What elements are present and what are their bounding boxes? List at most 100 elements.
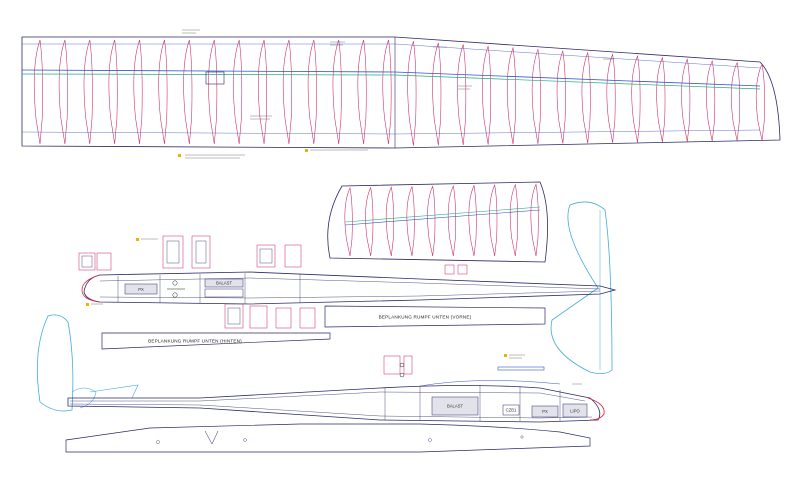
wing-rib	[482, 46, 492, 145]
bulkhead-part	[162, 235, 184, 269]
main-wing-trailing-band	[21, 129, 761, 135]
wing-rib	[706, 60, 716, 142]
fuselage-top-outline	[83, 271, 617, 305]
note-marker-icon	[504, 354, 507, 357]
tail-spar-blue	[344, 209, 541, 226]
silhouette-outline	[65, 423, 591, 453]
sheeting-vorne-outline	[324, 305, 546, 328]
left-fin-root	[71, 387, 97, 409]
main-wing-panel	[21, 29, 781, 159]
left-fin-outline	[36, 314, 74, 412]
wing-rib	[357, 39, 367, 145]
px-label-rear: PX	[542, 409, 548, 414]
note-scribbles-lower	[91, 238, 582, 385]
joiner-strip	[497, 366, 545, 371]
balast-box-bottom	[431, 396, 479, 416]
main-wing-leading-band	[22, 43, 761, 69]
canopy-line	[419, 380, 561, 387]
fuselage-side-formers	[384, 385, 561, 421]
wing-rib	[457, 44, 467, 146]
note-scribbles	[182, 29, 614, 159]
fuselage-side-nose	[587, 397, 605, 421]
czb1-box	[502, 404, 520, 416]
wing-rib	[133, 39, 143, 145]
wing-rib	[332, 39, 342, 145]
vertical-fin	[550, 201, 613, 374]
bulkhead-part	[96, 252, 112, 271]
sheeting-hinten: BEPLANKUNG RUMPF UNTEN (HINTEN)	[101, 332, 331, 350]
wing-rib	[307, 39, 317, 145]
bulkhead-part	[403, 355, 413, 375]
balast-label-bottom: BALAST	[447, 404, 464, 409]
wing-rib	[83, 39, 93, 145]
px-box-rear	[531, 405, 559, 418]
px-label-front: PX	[138, 287, 144, 292]
sheeting-hinten-outline	[101, 332, 331, 350]
note-marker-icon	[178, 154, 181, 157]
lipo-label: LIPO	[570, 408, 580, 413]
wing-rib	[432, 42, 442, 146]
sheeting-vorne: BEPLANKUNG RUMPF UNTEN (VORNE)	[324, 305, 546, 328]
tail-boom-fin-mount	[89, 384, 139, 399]
wing-rib	[489, 184, 498, 257]
fuselage-side-inner-line	[69, 403, 593, 419]
fuselage-top-view: PX BALAST	[81, 271, 617, 305]
balast-label-top: BALAST	[216, 281, 233, 286]
bulkhead-part	[457, 264, 468, 275]
note-marker-icon	[305, 149, 308, 152]
wing-rib	[158, 39, 168, 145]
wing-rib	[581, 51, 591, 144]
wing-rib	[385, 186, 394, 257]
wing-rib	[108, 39, 118, 145]
bulkhead-part	[191, 235, 211, 269]
wing-rib	[556, 50, 566, 144]
wing-rib	[58, 39, 68, 145]
bulkhead-part	[284, 244, 302, 268]
silhouette-holes	[156, 435, 524, 444]
fuselage-top-inner-line	[99, 290, 601, 299]
wing-rib	[509, 183, 518, 257]
sheeting-hinten-label: BEPLANKUNG RUMPF UNTEN (HINTEN)	[148, 339, 242, 344]
main-wing-outline	[21, 36, 781, 149]
px-box-front	[124, 283, 158, 295]
bulkhead-part	[299, 307, 316, 329]
fin-outline	[550, 201, 613, 374]
wing-rib	[530, 183, 539, 257]
tail-wing-ribs	[344, 183, 539, 257]
fuselage-silhouette	[65, 423, 591, 453]
wing-rib	[183, 39, 193, 145]
small-parts-inner	[81, 240, 273, 325]
fuselage-top-nose	[81, 274, 101, 303]
wing-rib	[681, 58, 691, 142]
wing-rib	[656, 56, 666, 143]
wing-rib	[208, 39, 218, 145]
main-wing-spar-blue	[21, 69, 761, 87]
wing-rib	[257, 39, 267, 145]
wing-rib	[406, 185, 415, 257]
wing-rib	[282, 39, 292, 145]
wing-rib	[233, 39, 243, 145]
wing-rib	[407, 41, 417, 146]
wing-rib	[344, 187, 353, 257]
servo-box	[205, 71, 225, 85]
wing-rib	[606, 53, 616, 143]
tail-spar-green	[344, 206, 541, 223]
fuselage-side-inner-line	[70, 391, 586, 402]
fuselage-top-formers	[117, 273, 301, 304]
balast-box-top-2	[204, 288, 244, 298]
wing-rib	[755, 63, 765, 141]
sheeting-vorne-label: BEPLANKUNG RUMPF UNTEN (VORNE)	[379, 315, 472, 320]
note-marker-icon	[86, 303, 89, 306]
bulkhead-part	[444, 264, 455, 275]
wing-rib	[365, 186, 374, 257]
left-fin	[36, 314, 97, 412]
pushrod-icon	[399, 362, 405, 378]
fuselage-top-inner-line	[99, 277, 601, 290]
bulkhead-part	[256, 244, 276, 268]
wing-rib	[531, 48, 541, 144]
wing-rib	[33, 39, 43, 145]
main-wing-ribs	[33, 39, 765, 146]
bulkhead-part	[383, 355, 401, 375]
